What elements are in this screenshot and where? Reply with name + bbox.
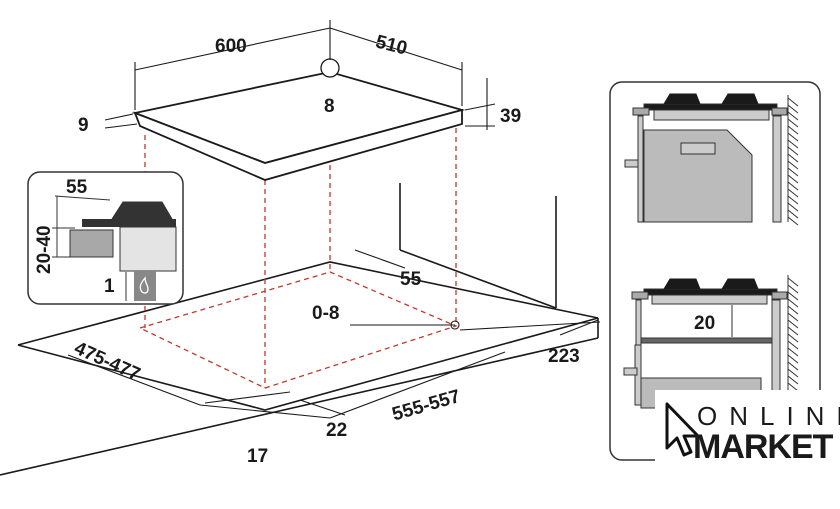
- hatch-line: [787, 188, 799, 198]
- hatch-line: [787, 202, 799, 212]
- hatch-line: [787, 305, 799, 315]
- hatch-line: [787, 216, 799, 226]
- tolerance-label: 0-8: [312, 303, 339, 324]
- hatch-line: [787, 368, 799, 378]
- inset-worktop-thickness-label: 20-40: [34, 225, 55, 274]
- front-clearance-label: 22: [326, 420, 347, 441]
- hatch-line: [787, 347, 799, 357]
- dimension-lines: [67, 20, 601, 419]
- hatch-line: [787, 118, 799, 128]
- rear-clearance-label: 55: [400, 269, 422, 290]
- cutout-depth-label: 475-477: [71, 338, 143, 386]
- hatch-line: [787, 382, 799, 392]
- hatch-line: [787, 132, 799, 142]
- logo-line1: ONLINE: [697, 401, 840, 431]
- hatch-line: [787, 361, 799, 371]
- hatch-line: [787, 277, 799, 287]
- logo-line2: MARKET: [693, 428, 834, 466]
- shelf-gap-label: 20: [694, 313, 715, 334]
- hatch-line: [787, 181, 799, 191]
- cutout-outline: [138, 128, 458, 389]
- gas-inlet-label: 8: [324, 96, 335, 117]
- hatch-line: [787, 284, 799, 294]
- hatch-line: [787, 125, 799, 135]
- hatch-line: [787, 111, 799, 121]
- online-market-logo: ONLINE MARKET: [655, 390, 840, 470]
- inset-gap-label: 1: [104, 276, 115, 297]
- hatch-line: [787, 174, 799, 184]
- hatch-line: [787, 160, 799, 170]
- hatch-line: [787, 139, 799, 149]
- cutout-width-label: 555-557: [390, 386, 463, 425]
- hatch-line: [787, 195, 799, 205]
- hatch-line: [787, 153, 799, 163]
- hatch-line: [787, 167, 799, 177]
- hob-height-label: 39: [500, 106, 521, 127]
- hatch-line: [787, 312, 799, 322]
- side-distance-label: 223: [548, 346, 580, 367]
- hatch-line: [787, 209, 799, 219]
- flame-icon: [134, 271, 156, 301]
- hatch-line: [787, 375, 799, 385]
- glass-thickness-label: 9: [78, 115, 89, 136]
- inset-top-clearance-label: 55: [66, 177, 88, 198]
- hatch-line: [787, 97, 799, 107]
- hatch-line: [787, 326, 799, 336]
- hatch-line: [787, 333, 799, 343]
- hatch-line: [787, 354, 799, 364]
- front-edge-label: 17: [247, 446, 268, 467]
- hatch-line: [787, 104, 799, 114]
- hob-width-label: 600: [215, 36, 247, 57]
- hob: [131, 58, 466, 181]
- hatch-line: [787, 298, 799, 308]
- gas-inlet-marker: [320, 58, 340, 78]
- cursor-arrow-icon: [665, 402, 700, 457]
- hatch-line: [787, 146, 799, 156]
- burners: [663, 93, 759, 290]
- hatch-line: [787, 291, 799, 301]
- hob-depth-label: 510: [373, 32, 409, 60]
- hatch-line: [787, 340, 799, 350]
- inset-worktop-detail: 55 20-40 1: [27, 171, 184, 305]
- hatch-line: [787, 319, 799, 329]
